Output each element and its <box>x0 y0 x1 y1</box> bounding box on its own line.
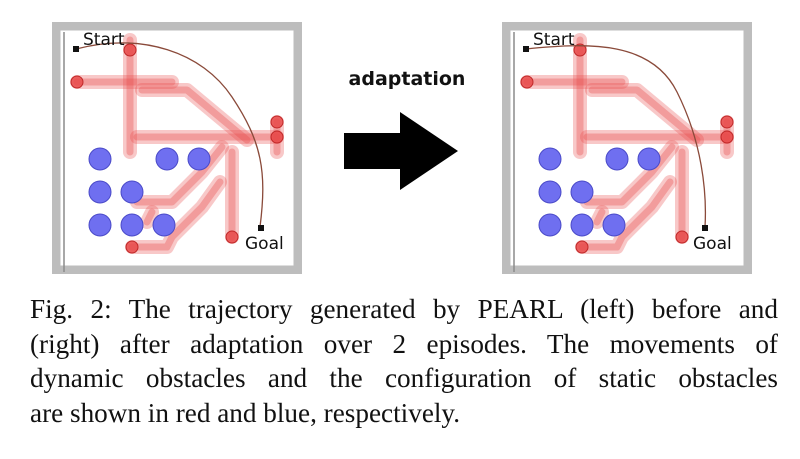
obstacle-position <box>720 115 734 129</box>
obstacle-position <box>270 130 284 144</box>
static-obstacle <box>88 180 112 204</box>
obstacle-trail <box>578 178 674 251</box>
static-obstacle <box>538 147 562 171</box>
static-obstacle <box>538 180 562 204</box>
adaptation-arrow <box>344 112 458 190</box>
obstacle-position <box>675 230 689 244</box>
obstacle-trail <box>130 140 229 209</box>
static-obstacle <box>152 213 176 237</box>
goal-label: Goal <box>693 234 732 254</box>
dynamic-obstacles <box>520 33 734 254</box>
agent-trajectory <box>525 45 707 228</box>
caption-line-1: Fig. 2: The trajectory generated by PEAR… <box>30 294 778 324</box>
static-obstacle <box>88 147 112 171</box>
static-obstacle <box>88 213 112 237</box>
obstacle-trail <box>133 143 226 206</box>
right-panel-after-adaptation: Start Goal <box>502 22 752 274</box>
static-obstacles <box>538 147 661 237</box>
goal-label: Goal <box>245 234 284 254</box>
left-trajectory-plot: Start Goal <box>52 22 302 274</box>
obstacle-trail <box>593 208 606 226</box>
start-marker <box>73 46 79 52</box>
trajectory-line <box>75 42 264 228</box>
obstacle-trail <box>143 208 156 226</box>
trajectory-line <box>525 45 707 228</box>
static-obstacle <box>570 180 594 204</box>
obstacle-position <box>573 43 587 57</box>
obstacle-position <box>520 75 534 89</box>
start-label: Start <box>533 30 575 50</box>
obstacle-trail <box>135 83 254 147</box>
obstacle-trail <box>575 175 677 254</box>
goal-marker <box>258 225 264 231</box>
start-label: Start <box>83 30 125 50</box>
static-obstacle <box>120 180 144 204</box>
obstacle-position <box>123 43 137 57</box>
obstacle-trail <box>583 143 676 206</box>
obstacle-trail <box>585 83 704 147</box>
obstacle-position <box>70 75 84 89</box>
adaptation-label: adaptation <box>348 68 466 90</box>
obstacle-trail <box>128 178 224 251</box>
start-marker <box>523 46 529 52</box>
right-arrow-icon <box>344 112 458 190</box>
static-obstacle <box>120 213 144 237</box>
static-obstacle <box>637 147 661 171</box>
static-obstacle <box>570 213 594 237</box>
agent-trajectory <box>75 42 264 228</box>
right-trajectory-plot: Start Goal <box>502 22 752 274</box>
static-obstacle <box>605 147 629 171</box>
static-obstacle <box>602 213 626 237</box>
obstacle-position <box>225 230 239 244</box>
dynamic-obstacles <box>70 33 284 254</box>
obstacle-trail <box>140 205 159 229</box>
obstacle-trail <box>590 205 609 229</box>
obstacle-position <box>125 240 139 254</box>
figure-caption: Fig. 2: The trajectory generated by PEAR… <box>30 292 778 430</box>
static-obstacles <box>88 147 211 237</box>
left-panel-before-adaptation: Start Goal <box>52 22 302 274</box>
caption-line-4: are shown in red and blue, respectively. <box>30 397 461 428</box>
static-obstacle <box>538 213 562 237</box>
static-obstacle <box>187 147 211 171</box>
obstacle-trail <box>580 140 679 209</box>
caption-line-2: (right) after adaptation over 2 episodes… <box>30 328 778 359</box>
obstacle-trail <box>125 175 227 254</box>
obstacle-position <box>575 240 589 254</box>
obstacle-position <box>720 130 734 144</box>
obstacle-position <box>270 115 284 129</box>
static-obstacle <box>155 147 179 171</box>
caption-line-3: dynamic obstacles and the configuration … <box>30 363 778 393</box>
goal-marker <box>702 225 708 231</box>
obstacle-trail <box>138 86 251 144</box>
obstacle-trail <box>588 86 701 144</box>
